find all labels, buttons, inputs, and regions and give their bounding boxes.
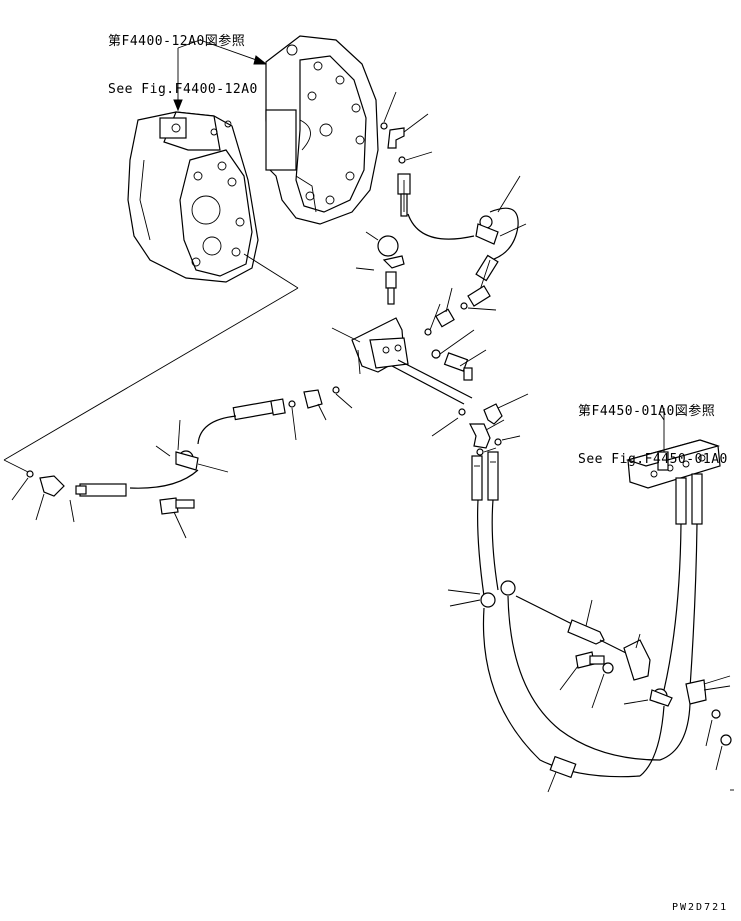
hose-lower (447, 451, 673, 793)
reference-note-caliper: 第F4400-12A0図参照 See Fig.F4400-12A0 (108, 2, 258, 114)
center-bracket (331, 317, 487, 409)
reference-note-block: 第F4450-01A0図参照 See Fig.F4450-01A0 (578, 372, 728, 484)
elbow-fittings (431, 393, 529, 456)
hose-upper (407, 175, 527, 336)
reference-en: See Fig.F4450-01A0 (578, 452, 728, 467)
reference-en: See Fig.F4400-12A0 (108, 82, 258, 97)
hose-center-left (11, 389, 327, 539)
distribution-block (625, 413, 734, 791)
leader-lines (3, 253, 299, 473)
brake-caliper-left (127, 111, 259, 283)
reference-jp: 第F4450-01A0図参照 (578, 404, 716, 419)
brake-caliper-right (265, 35, 379, 225)
drawing-code: PW2D721 (672, 902, 729, 913)
reference-arrow-top (173, 39, 268, 112)
upper-fittings (355, 91, 433, 305)
reference-jp: 第F4400-12A0図参照 (108, 34, 246, 49)
